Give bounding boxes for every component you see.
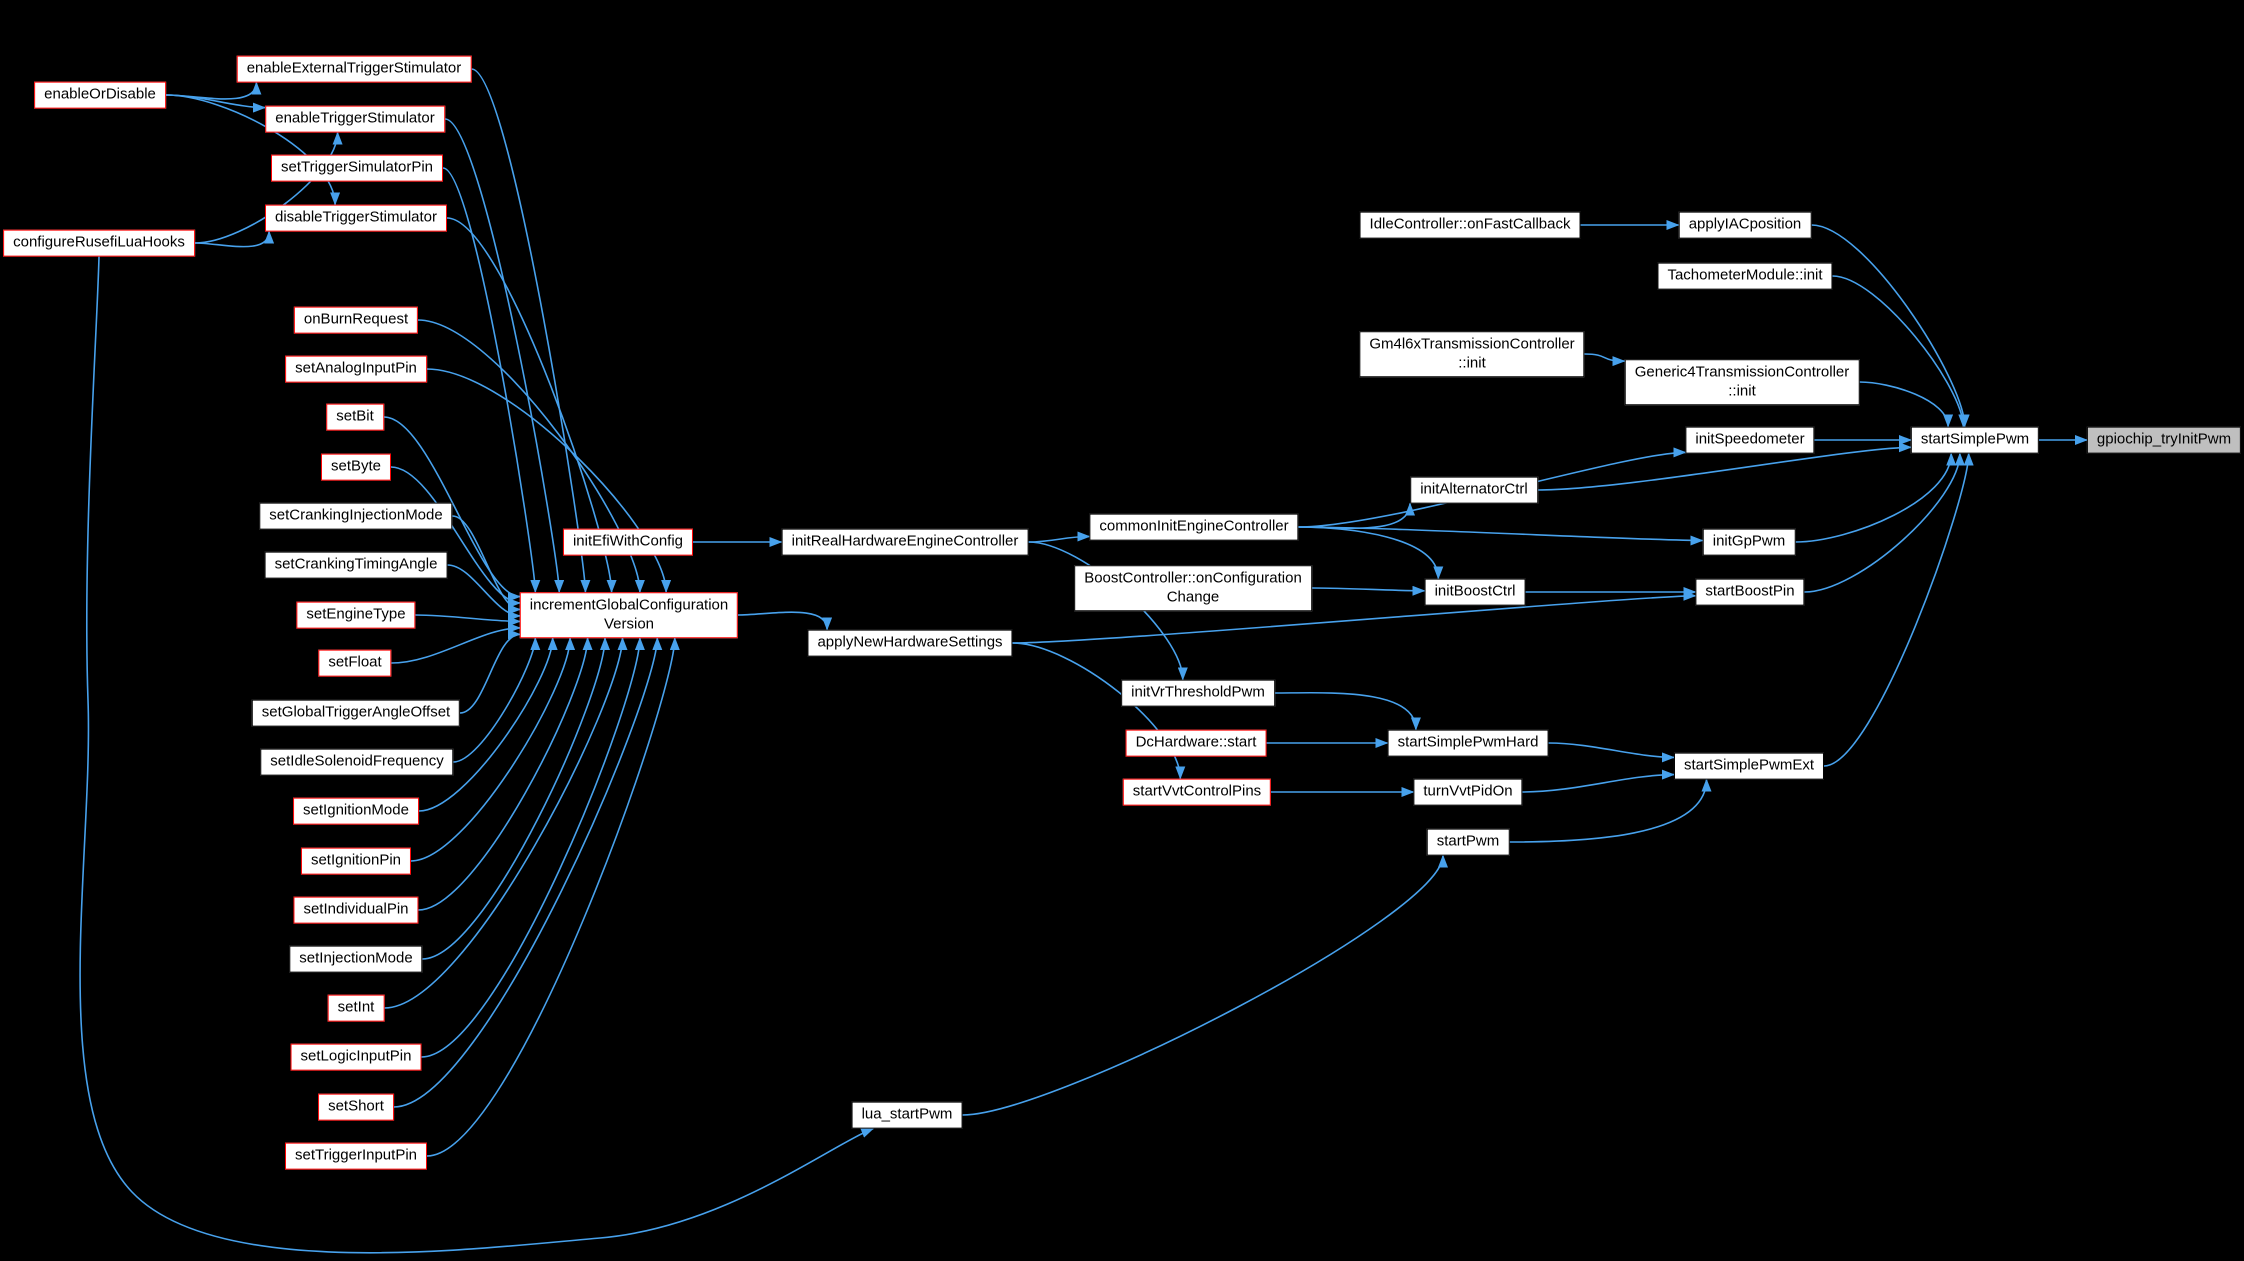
node-setEngineType[interactable]: setEngineType bbox=[296, 601, 416, 629]
edge-setByte--incrementGlobalConfigurationVersion bbox=[390, 466, 521, 608]
node-startSimplePwmHard[interactable]: startSimplePwmHard bbox=[1387, 729, 1549, 757]
node-startSimplePwm[interactable]: startSimplePwm bbox=[1910, 426, 2040, 454]
node-incrementGlobalConfigurationVersion[interactable]: incrementGlobalConfiguration Version bbox=[519, 592, 739, 638]
edge-incrementGlobalConfigurationVersion--applyNewHardwareSettings bbox=[737, 611, 833, 631]
node-BoostControllerOnConfigurationChange[interactable]: BoostController::onConfiguration Change bbox=[1074, 565, 1312, 611]
edge-turnVvtPidOn--startSimplePwmExt bbox=[1522, 769, 1675, 793]
node-setCrankingTimingAngle[interactable]: setCrankingTimingAngle bbox=[264, 551, 448, 579]
edge-configureRusefiLuaHooks--disableTriggerStimulator bbox=[194, 230, 275, 248]
node-startVvtControlPins[interactable]: startVvtControlPins bbox=[1122, 778, 1272, 806]
edge-commonInitEngineController--initGpPwm bbox=[1298, 526, 1704, 546]
edge-startBoostPin--startSimplePwm bbox=[1804, 452, 1965, 593]
node-startBoostPin[interactable]: startBoostPin bbox=[1695, 578, 1805, 606]
node-configureRusefiLuaHooks[interactable]: configureRusefiLuaHooks bbox=[3, 229, 195, 257]
node-setAnalogInputPin[interactable]: setAnalogInputPin bbox=[285, 355, 427, 383]
edge-configureRusefiLuaHooks--enableTriggerStimulator bbox=[194, 131, 343, 244]
edge-initRealHardwareEngineController--initVrThresholdPwm bbox=[1028, 541, 1188, 681]
edge-commonInitEngineController--initBoostCtrl bbox=[1298, 526, 1444, 580]
node-setByte[interactable]: setByte bbox=[320, 453, 392, 481]
edge-setIndividualPin--incrementGlobalConfigurationVersion bbox=[418, 637, 593, 911]
edge-startPwm--startSimplePwmExt bbox=[1509, 778, 1712, 843]
node-Gm4l6xTransmissionControllerInit[interactable]: Gm4l6xTransmissionController ::init bbox=[1359, 331, 1585, 377]
node-setIndividualPin[interactable]: setIndividualPin bbox=[293, 896, 419, 924]
edge-setEngineType--incrementGlobalConfigurationVersion bbox=[415, 614, 521, 627]
edge-commonInitEngineController--initAlternatorCtrl bbox=[1298, 502, 1415, 530]
node-setIgnitionPin[interactable]: setIgnitionPin bbox=[300, 847, 412, 875]
node-Generic4TransmissionControllerInit[interactable]: Generic4TransmissionController ::init bbox=[1624, 359, 1860, 405]
node-initBoostCtrl[interactable]: initBoostCtrl bbox=[1424, 578, 1526, 606]
node-startPwm[interactable]: startPwm bbox=[1426, 828, 1510, 856]
edge-setTriggerInputPin--incrementGlobalConfigurationVersion bbox=[426, 637, 680, 1157]
node-disableTriggerStimulator[interactable]: disableTriggerStimulator bbox=[264, 204, 448, 232]
edge-setIgnitionPin--incrementGlobalConfigurationVersion bbox=[410, 637, 576, 862]
node-setInt[interactable]: setInt bbox=[327, 994, 385, 1022]
node-setIgnitionMode[interactable]: setIgnitionMode bbox=[293, 797, 419, 825]
edge-lua_startPwm--startPwm bbox=[962, 854, 1448, 1116]
node-initSpeedometer[interactable]: initSpeedometer bbox=[1685, 426, 1815, 454]
edge-setGlobalTriggerAngleOffset--incrementGlobalConfigurationVersion bbox=[459, 629, 521, 714]
edge-setLogicInputPin--incrementGlobalConfigurationVersion bbox=[421, 637, 645, 1058]
edge-setFloat--incrementGlobalConfigurationVersion bbox=[391, 622, 521, 664]
edge-startSimplePwmExt--startSimplePwm bbox=[1823, 452, 1974, 767]
edge-BoostControllerOnConfigurationChange--initBoostCtrl bbox=[1311, 585, 1426, 596]
edge-onBurnRequest--incrementGlobalConfigurationVersion bbox=[417, 319, 645, 593]
node-setTriggerSimulatorPin[interactable]: setTriggerSimulatorPin bbox=[271, 154, 443, 182]
edge-initAlternatorCtrl--startSimplePwm bbox=[1537, 442, 1912, 491]
node-setFloat[interactable]: setFloat bbox=[318, 649, 392, 677]
node-enableExternalTriggerStimulator[interactable]: enableExternalTriggerStimulator bbox=[236, 55, 472, 83]
node-gpiochip_tryInitPwm: gpiochip_tryInitPwm bbox=[2086, 426, 2242, 454]
node-TachometerModuleInit[interactable]: TachometerModule::init bbox=[1657, 262, 1833, 290]
edge-TachometerModuleInit--startSimplePwm bbox=[1832, 275, 1969, 428]
node-setCrankingInjectionMode[interactable]: setCrankingInjectionMode bbox=[259, 502, 453, 530]
edge-initRealHardwareEngineController--commonInitEngineController bbox=[1028, 531, 1091, 543]
edge-configureRusefiLuaHooks--lua_startPwm bbox=[79, 256, 875, 1254]
node-lua_startPwm[interactable]: lua_startPwm bbox=[851, 1101, 963, 1129]
edge-setCrankingInjectionMode--incrementGlobalConfigurationVersion bbox=[452, 515, 521, 615]
edge-setBit--incrementGlobalConfigurationVersion bbox=[383, 416, 521, 602]
edge-disableTriggerStimulator--incrementGlobalConfigurationVersion bbox=[446, 217, 617, 593]
edge-applyNewHardwareSettings--startBoostPin bbox=[1012, 590, 1697, 644]
node-setInjectionMode[interactable]: setInjectionMode bbox=[289, 945, 423, 973]
node-initEfiWithConfig[interactable]: initEfiWithConfig bbox=[562, 528, 694, 556]
edge-setAnalogInputPin--incrementGlobalConfigurationVersion bbox=[426, 368, 672, 593]
node-DcHardwareStart[interactable]: DcHardware::start bbox=[1125, 729, 1267, 757]
node-applyIACposition[interactable]: applyIACposition bbox=[1678, 211, 1812, 239]
node-turnVvtPidOn[interactable]: turnVvtPidOn bbox=[1413, 778, 1523, 806]
edge-enableOrDisable--enableTriggerStimulator bbox=[165, 94, 266, 113]
node-initGpPwm[interactable]: initGpPwm bbox=[1702, 528, 1796, 556]
node-enableTriggerStimulator[interactable]: enableTriggerStimulator bbox=[265, 105, 445, 133]
edge-initVrThresholdPwm--startSimplePwmHard bbox=[1274, 691, 1421, 731]
edge-Generic4TransmissionControllerInit--startSimplePwm bbox=[1859, 381, 1954, 428]
edge-setCrankingTimingAngle--incrementGlobalConfigurationVersion bbox=[447, 564, 521, 621]
node-setGlobalTriggerAngleOffset[interactable]: setGlobalTriggerAngleOffset bbox=[251, 699, 461, 727]
node-setTriggerInputPin[interactable]: setTriggerInputPin bbox=[284, 1142, 428, 1170]
node-setIdleSolenoidFrequency[interactable]: setIdleSolenoidFrequency bbox=[260, 748, 454, 776]
edge-setInt--incrementGlobalConfigurationVersion bbox=[384, 637, 628, 1009]
node-setBit[interactable]: setBit bbox=[326, 403, 384, 431]
node-commonInitEngineController[interactable]: commonInitEngineController bbox=[1089, 513, 1299, 541]
node-setLogicInputPin[interactable]: setLogicInputPin bbox=[290, 1043, 422, 1071]
edge-applyNewHardwareSettings--startVvtControlPins bbox=[1012, 642, 1186, 780]
node-applyNewHardwareSettings[interactable]: applyNewHardwareSettings bbox=[807, 629, 1013, 657]
edge-setShort--incrementGlobalConfigurationVersion bbox=[393, 637, 663, 1108]
node-initVrThresholdPwm[interactable]: initVrThresholdPwm bbox=[1121, 679, 1275, 707]
node-setShort[interactable]: setShort bbox=[318, 1093, 394, 1121]
edge-Gm4l6xTransmissionControllerInit--Generic4TransmissionControllerInit bbox=[1584, 353, 1626, 367]
node-onBurnRequest[interactable]: onBurnRequest bbox=[293, 306, 419, 334]
edge-setInjectionMode--incrementGlobalConfigurationVersion bbox=[422, 637, 610, 960]
edge-setIdleSolenoidFrequency--incrementGlobalConfigurationVersion bbox=[453, 637, 541, 763]
edge-startSimplePwmHard--startSimplePwmExt bbox=[1548, 742, 1675, 763]
edge-initGpPwm--startSimplePwm bbox=[1795, 452, 1957, 543]
edge-applyIACposition--startSimplePwm bbox=[1811, 224, 1970, 428]
edge-setTriggerSimulatorPin--incrementGlobalConfigurationVersion bbox=[442, 167, 541, 593]
edge-setIgnitionMode--incrementGlobalConfigurationVersion bbox=[418, 637, 558, 812]
node-startSimplePwmExt[interactable]: startSimplePwmExt bbox=[1673, 752, 1825, 780]
edge-enableTriggerStimulator--incrementGlobalConfigurationVersion bbox=[444, 118, 565, 593]
node-IdleControllerOnFastCallback[interactable]: IdleController::onFastCallback bbox=[1359, 211, 1581, 239]
node-initRealHardwareEngineController[interactable]: initRealHardwareEngineController bbox=[781, 528, 1029, 556]
node-enableOrDisable[interactable]: enableOrDisable bbox=[34, 81, 166, 109]
node-initAlternatorCtrl[interactable]: initAlternatorCtrl bbox=[1410, 476, 1538, 504]
